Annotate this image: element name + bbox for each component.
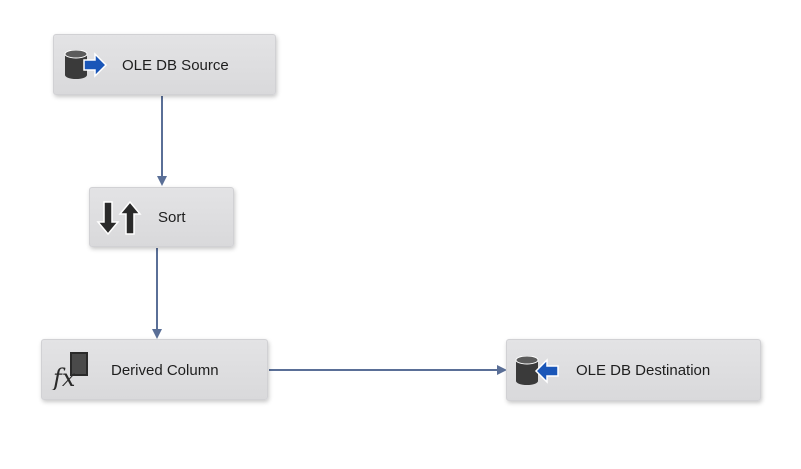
component-label: Sort	[158, 209, 186, 226]
database-destination-icon	[513, 356, 559, 386]
database-source-icon	[62, 50, 108, 80]
svg-text:fx: fx	[51, 364, 76, 390]
ole-db-source-component[interactable]: OLE DB Source	[53, 34, 276, 95]
derived-column-component[interactable]: fx Derived Column	[41, 339, 268, 400]
component-label: OLE DB Destination	[576, 362, 711, 379]
component-label: Derived Column	[111, 362, 219, 379]
ole-db-destination-component[interactable]: OLE DB Destination	[506, 339, 761, 401]
fx-function-icon: fx	[50, 350, 90, 390]
sort-arrows-icon	[96, 200, 144, 236]
component-label: OLE DB Source	[122, 57, 229, 74]
sort-component[interactable]: Sort	[89, 187, 234, 247]
